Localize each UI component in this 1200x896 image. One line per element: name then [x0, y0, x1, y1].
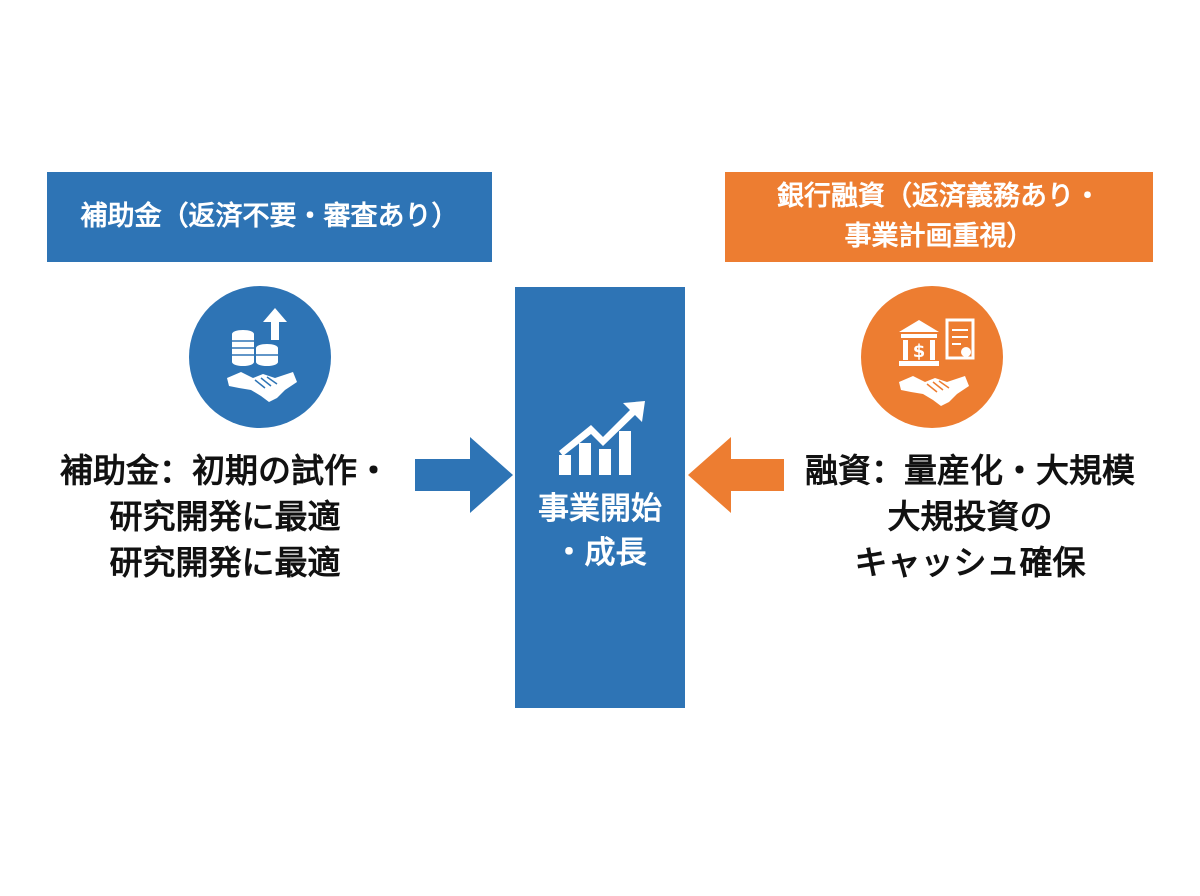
bank-loan-label: 銀行融資（返済義務あり・ 事業計画重視）: [725, 172, 1153, 262]
business-growth-panel: 事業開始 ・成長: [515, 287, 685, 708]
bank-loan-label-line-1: 銀行融資（返済義務あり・: [777, 181, 1101, 212]
loan-description-line-3: キャッシュ確保: [854, 543, 1086, 582]
loan-description-line-1: 融資：量産化・大規模: [805, 451, 1135, 490]
subsidy-description-line-3: 研究開発に最適: [109, 543, 341, 582]
bank-document-handshake-icon: $: [861, 286, 1003, 428]
right-arrow-icon: [415, 437, 513, 513]
loan-description: 融資：量産化・大規模 大規投資の キャッシュ確保: [780, 448, 1160, 586]
subsidy-description-line-2: 研究開発に最適: [109, 497, 341, 536]
svg-text:$: $: [913, 341, 926, 362]
growth-chart-icon: [559, 401, 645, 475]
center-title: 事業開始 ・成長: [515, 487, 685, 575]
coins-handshake-icon: [189, 286, 331, 428]
loan-description-line-2: 大規投資の: [887, 497, 1053, 536]
bank-loan-label-line-2: 事業計画重視）: [844, 221, 1034, 252]
subsidy-label-text: 補助金（返済不要・審査あり）: [80, 201, 459, 232]
center-title-line-2: ・成長: [553, 535, 647, 571]
left-arrow-icon: [688, 437, 784, 513]
subsidy-description-line-1: 補助金：初期の試作・: [60, 451, 390, 490]
center-title-line-1: 事業開始: [538, 491, 662, 527]
subsidy-label: 補助金（返済不要・審査あり）: [47, 172, 492, 262]
subsidy-description: 補助金：初期の試作・ 研究開発に最適 研究開発に最適: [40, 448, 410, 586]
